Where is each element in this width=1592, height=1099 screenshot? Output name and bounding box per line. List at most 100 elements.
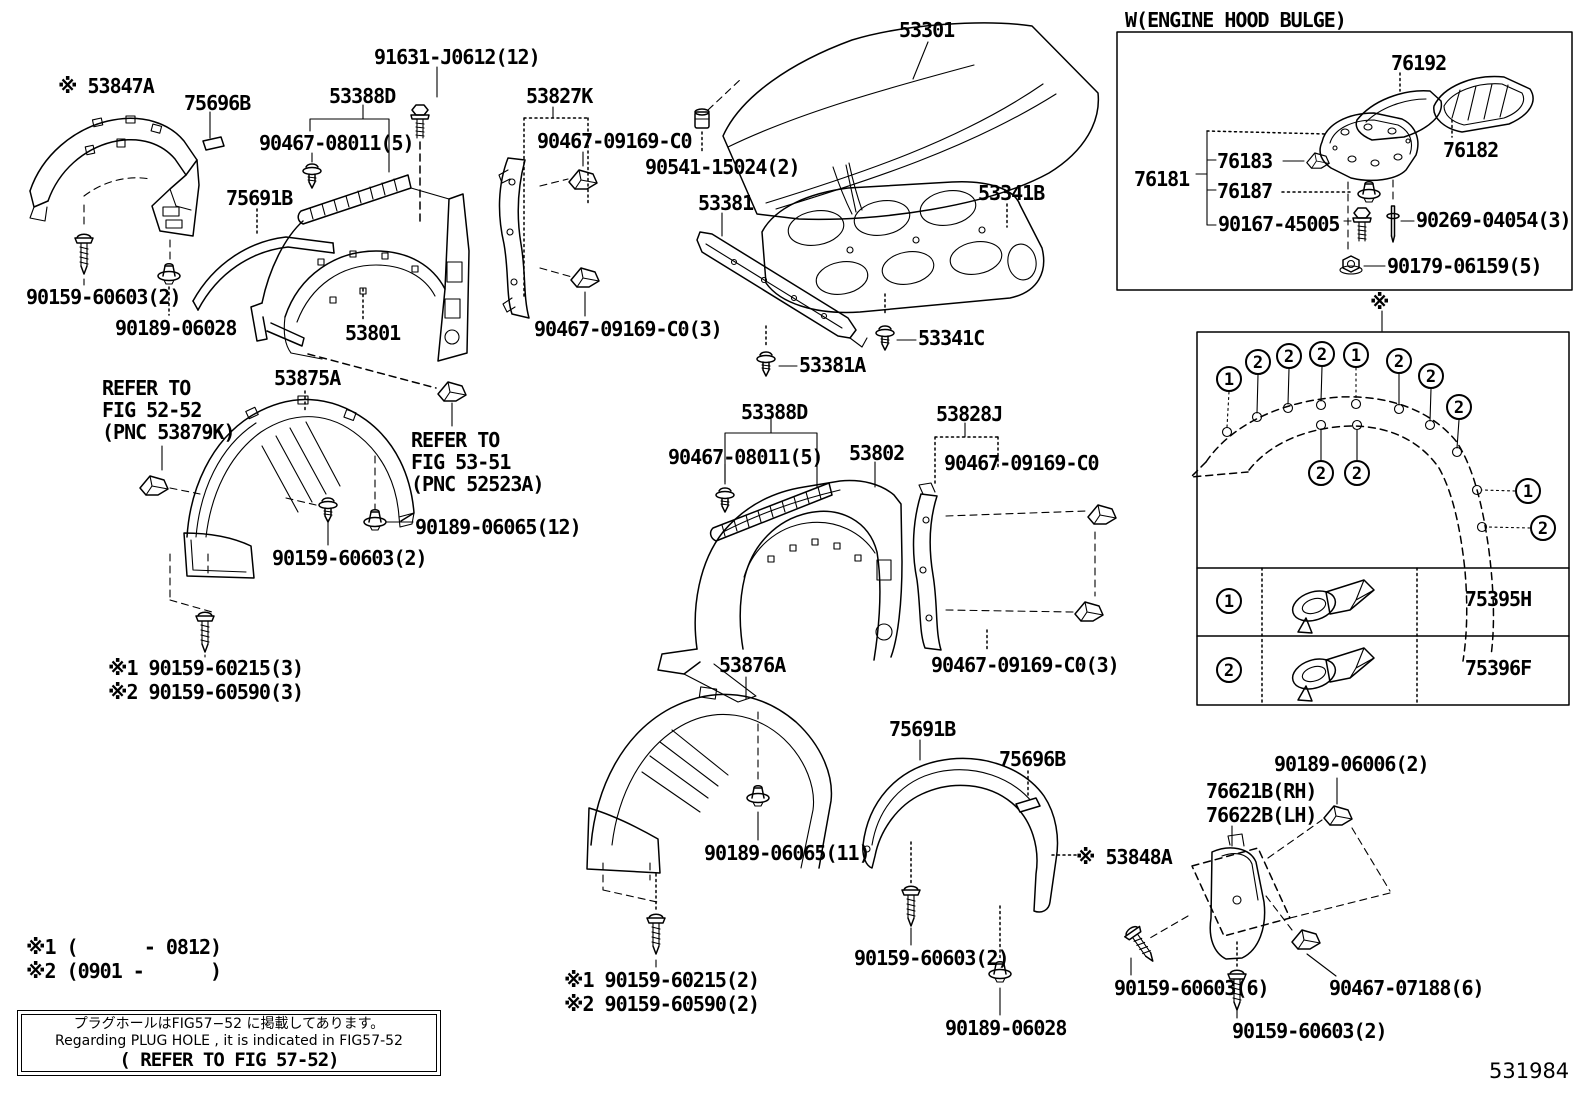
part-label: 53388D [329, 84, 396, 108]
rivet-53381A-icon [756, 351, 776, 377]
part-label: ※ 53848A [1076, 845, 1173, 869]
part-label: 90159-60603(2) [272, 546, 428, 570]
part-label: 76183 [1217, 149, 1273, 173]
clip-90467-09169-icon [1087, 504, 1117, 525]
part-label: 90179-06159(5) [1387, 254, 1543, 278]
note-line-english: Regarding PLUG HOLE , it is indicated in… [55, 1032, 403, 1049]
page-code: 531984 [1489, 1059, 1570, 1083]
part-label: 53388D [741, 400, 808, 424]
part-label: 76192 [1391, 51, 1447, 75]
part-label: 90467-09169-C0(3) [534, 317, 723, 341]
cowl-side-53827K-art [498, 106, 589, 319]
rivet-53341C-icon [875, 325, 895, 351]
part-label: 90189-06006(2) [1274, 752, 1430, 776]
part-label: ※ [1370, 290, 1389, 314]
bolt-91631-J0612-icon [410, 104, 430, 139]
note-line-refer: ( REFER TO FIG 57-52) [119, 1048, 339, 1071]
hood-seal-53381-art [696, 212, 917, 367]
table-part-75396F: 75396F [1464, 656, 1532, 680]
part-label: 53802 [849, 441, 905, 465]
clip-callout: 2 [1344, 460, 1370, 486]
part-label: 90159-60603(2) [26, 285, 182, 309]
fender-apron-53801-art [250, 174, 470, 427]
part-label: 75691B [226, 186, 293, 210]
part-label: 90467-07188(6) [1329, 976, 1485, 1000]
table-callout-1: 1 [1216, 588, 1242, 614]
screw-90159-60603-icon [1121, 922, 1161, 968]
screw-90159-60603-icon [74, 233, 94, 275]
part-label: 53341B [978, 181, 1045, 205]
liner-53876A-art [586, 686, 833, 968]
clip-location-box-art [1190, 310, 1570, 706]
part-label: 53875A [274, 366, 341, 390]
part-label: 53876A [719, 653, 786, 677]
flare-75691B-art [862, 739, 1081, 1016]
clip-callout: 2 [1245, 349, 1271, 375]
screw-fn-icon [646, 913, 666, 955]
hood-bulge-box-art [1116, 31, 1573, 291]
part-label: FIG 53-51 [411, 450, 511, 474]
protector-75691B-art [192, 208, 335, 311]
clip-callout: 2 [1276, 343, 1302, 369]
grommet-90189-06065-icon [363, 509, 387, 531]
part-label: REFER TO [411, 428, 500, 452]
part-label: 75691B [889, 717, 956, 741]
rivet-90467-08011-icon [715, 487, 735, 513]
part-label: 90467-08011(5) [668, 445, 824, 469]
clip-callout: 2 [1418, 363, 1444, 389]
clip-callout: 2 [1530, 515, 1556, 541]
part-label: 90159-60603(2) [854, 946, 1010, 970]
part-label: 90159-60603(6) [1114, 976, 1270, 1000]
clip-callout: 2 [1309, 341, 1335, 367]
plug-hole-note-box: プラグホールはFIG57−52 に掲載してあります。 Regarding PLU… [17, 1010, 441, 1076]
screw-fn-icon [195, 611, 215, 653]
clip-fig52-52-icon [139, 475, 169, 496]
part-label: ※2 90159-60590(2) [564, 992, 760, 1016]
footnote-1: ※1 ( - 0812) [26, 935, 222, 959]
clip-callout: 1 [1216, 366, 1242, 392]
part-label: 76187 [1217, 179, 1273, 203]
stud-90269-04054-icon [1386, 205, 1400, 243]
part-label: 91631-J0612(12) [374, 45, 541, 69]
clip-fig53-51-icon [437, 381, 467, 402]
part-label: 90467-08011(5) [259, 131, 415, 155]
part-label: 75696B [184, 91, 251, 115]
table-part-75395H: 75395H [1464, 587, 1532, 611]
rivet-90159-60603-icon [318, 497, 338, 523]
flare-extension-53847A-art [29, 115, 200, 262]
grommet-90189-06065-icon [746, 785, 770, 807]
splash-shield-53828J-art [912, 422, 1096, 653]
part-label: (PNC 53879K) [102, 420, 235, 444]
clip-75396F-icon [1288, 647, 1375, 702]
clip-callout: 2 [1386, 348, 1412, 374]
part-label: 53381A [799, 353, 866, 377]
clip-90467-09169-icon [570, 267, 600, 288]
clip-90467-09169-icon [568, 169, 598, 190]
grommet-90189-06028-icon [157, 263, 181, 285]
clip-90467-07188-icon [1291, 929, 1321, 950]
clip-75395H-icon [1288, 579, 1375, 634]
grommet-76187-icon [1357, 181, 1381, 203]
part-label: 90189-06028 [115, 316, 237, 340]
clip-76183-icon [1306, 152, 1330, 169]
clip-90189-06006-icon [1323, 805, 1353, 826]
part-label: 90467-09169-C0 [537, 129, 693, 153]
part-label: 90269-04054(3) [1416, 208, 1572, 232]
bolt-90167-45005-icon [1352, 207, 1372, 242]
mudguard-76621B-art [1130, 777, 1391, 1019]
part-label: 53301 [899, 18, 955, 42]
rivet-90467-08011-icon [302, 163, 322, 189]
part-label: 90467-09169-C0(3) [931, 653, 1120, 677]
part-label: FIG 52-52 [102, 398, 202, 422]
plug-hole-note-inner: プラグホールはFIG57−52 に掲載してあります。 Regarding PLU… [21, 1014, 437, 1072]
part-label: 90189-06028 [945, 1016, 1067, 1040]
pad-75696B-art [202, 111, 225, 151]
part-label: ※2 90159-60590(3) [108, 680, 304, 704]
clip-90467-09169-icon [1074, 601, 1104, 622]
fender-53802-art [657, 418, 903, 703]
clip-callout: 2 [1308, 460, 1334, 486]
part-label: 90167-45005 [1218, 212, 1340, 236]
part-label: 76621B(RH) [1206, 779, 1317, 803]
part-label: 53827K [526, 84, 593, 108]
